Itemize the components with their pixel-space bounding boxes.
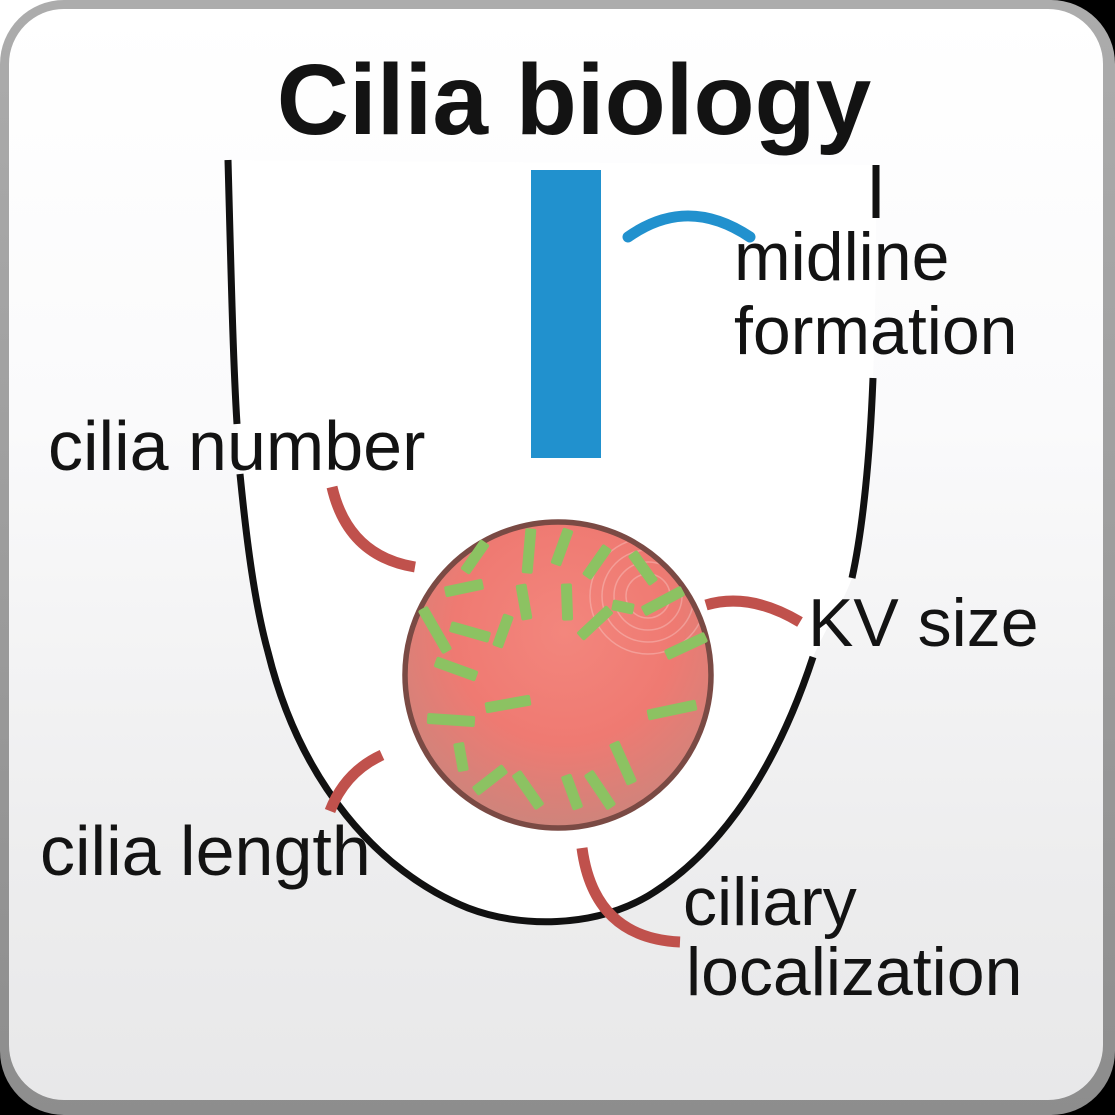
cilium-stick [418, 606, 452, 654]
cilium-stick [584, 770, 616, 810]
cilia-length-leader-line [324, 750, 385, 814]
embryo-outline-right-mid [848, 377, 877, 579]
embryo-outline-main [236, 473, 817, 926]
kv-size-leader-line [704, 595, 803, 627]
cilium-stick [646, 699, 698, 721]
embryo-outline-left-upper [224, 159, 241, 425]
cilium-stick [577, 605, 613, 641]
cilia-number-leader-line [326, 485, 416, 573]
ciliary-localization-label-line2: localization [686, 934, 1022, 1010]
cilium-stick [582, 544, 612, 580]
cilium-stick [521, 528, 537, 574]
cilium-stick [449, 621, 491, 643]
kv-size-label: KV size [808, 585, 1039, 661]
cilia-sticks-group [418, 527, 708, 811]
cilium-stick [628, 550, 658, 586]
cilium-stick [484, 694, 532, 714]
embryo-outline [224, 159, 880, 926]
cilia-length-label: cilia length [40, 812, 371, 890]
cilium-stick [611, 599, 635, 615]
cilium-stick [641, 586, 685, 616]
cilium-stick [664, 632, 708, 660]
ciliary-localization-label-line1: ciliary [683, 864, 857, 940]
midline-formation-label-line1: midline [734, 219, 949, 295]
cilium-stick [434, 656, 478, 682]
leader-lines [324, 485, 803, 948]
midline-pointer-line [622, 210, 756, 243]
cilium-stick [515, 583, 533, 621]
cilium-stick [512, 770, 544, 810]
midline-bar [531, 170, 601, 458]
cilia-number-label: cilia number [48, 407, 425, 485]
cilium-stick [453, 742, 469, 772]
ciliary-localization-leader-line [576, 847, 681, 948]
cilium-stick [560, 583, 574, 621]
cilium-stick [460, 539, 490, 575]
cilium-stick [492, 613, 514, 649]
cilium-stick [472, 764, 508, 796]
cilium-stick [426, 712, 476, 728]
cilium-stick [609, 740, 637, 786]
figure-title: Cilia biology [277, 44, 872, 156]
kupffers-vesicle [402, 519, 714, 831]
cilium-stick [550, 527, 574, 567]
cilium-stick [561, 773, 583, 811]
cilium-stick [444, 578, 484, 598]
midline-formation-label-line2: formation [734, 293, 1017, 369]
